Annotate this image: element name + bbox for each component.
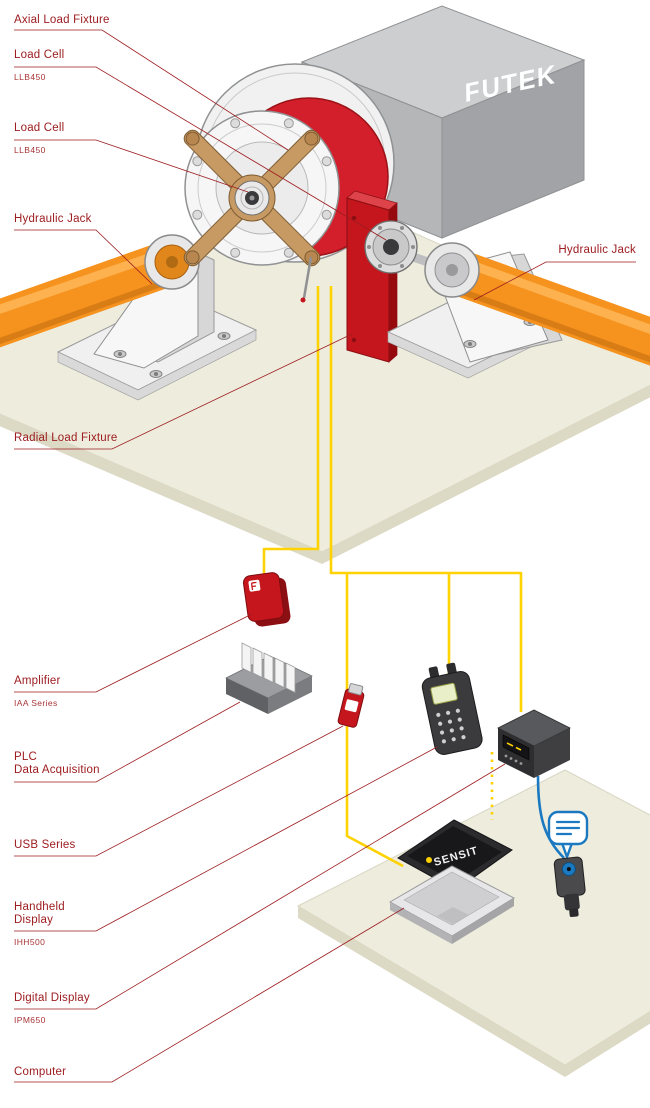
- laptop-screen: [407, 826, 502, 882]
- label-text: Amplifier: [14, 675, 61, 687]
- sensor-body: [553, 856, 586, 918]
- label-hydraulic-jack-right: Hydraulic Jack: [558, 244, 636, 257]
- label-text: Handheld: [14, 901, 65, 913]
- label-text: Data Acquisition: [14, 764, 100, 776]
- left-jack-stand: [0, 234, 258, 401]
- radial-load-cell: [364, 220, 418, 274]
- label-model: LLB450: [14, 145, 46, 155]
- handheld-screen: [430, 682, 458, 705]
- display-buttons: [504, 754, 523, 765]
- handheld-device: [421, 662, 483, 755]
- base-bolts: [113, 332, 231, 378]
- label-model: IPM650: [14, 1015, 46, 1025]
- label-digital-display: Digital Display IPM650: [14, 992, 90, 1027]
- label-text: Radial Load Fixture: [14, 432, 118, 444]
- label-text: Axial Load Fixture: [14, 14, 110, 26]
- axial-load-cell-button: [234, 180, 270, 216]
- plc-device: [225, 642, 313, 714]
- label-computer: Computer: [14, 1066, 66, 1079]
- digital-display-device: [497, 709, 571, 778]
- label-hydraulic-jack-left: Hydraulic Jack: [14, 213, 92, 226]
- label-text: Digital Display: [14, 992, 90, 1004]
- load-fixture-spider: [183, 129, 321, 303]
- label-usb-series: USB Series: [14, 839, 75, 852]
- label-load-cell-axial: Load Cell LLB450: [14, 49, 64, 84]
- right-jack-stand: [386, 242, 650, 379]
- futek-logo-mark: [248, 579, 261, 592]
- label-amplifier: Amplifier IAA Series: [14, 675, 61, 710]
- label-text: USB Series: [14, 839, 76, 851]
- right-hydraulic-cylinder: [444, 248, 650, 366]
- label-plc-data-acquisition: PLC Data Acquisition: [14, 751, 100, 777]
- left-hydraulic-cylinder: [0, 240, 180, 348]
- label-load-cell-radial: Load Cell LLB450: [14, 122, 64, 157]
- label-text: PLC: [14, 751, 37, 763]
- signal-wires: [262, 286, 523, 868]
- label-text: Hydraulic Jack: [558, 244, 636, 256]
- wireless-sensor: [547, 810, 589, 918]
- laptop: SENSIT: [388, 819, 516, 944]
- laptop-keyboard: [403, 871, 500, 926]
- bolt-holes: [192, 118, 332, 258]
- label-text: Load Cell: [14, 49, 65, 61]
- label-axial-load-fixture: Axial Load Fixture: [14, 14, 110, 27]
- leader-lines: [14, 29, 636, 1083]
- label-text: Display: [14, 914, 54, 926]
- label-text: Computer: [14, 1066, 67, 1078]
- usb-device: [337, 683, 365, 728]
- label-model: LLB450: [14, 72, 46, 82]
- label-model: IHH500: [14, 937, 46, 947]
- label-model: IAA Series: [14, 698, 58, 708]
- blue-sensor-wire: [536, 775, 565, 859]
- laptop-trackpad: [437, 907, 469, 924]
- speech-bubble-icon: [547, 810, 589, 859]
- radial-fixture-plate: [346, 190, 454, 363]
- amplifier-device: [242, 572, 291, 627]
- handheld-keypad: [436, 708, 466, 744]
- label-radial-load-fixture: Radial Load Fixture: [14, 432, 118, 445]
- label-text: Load Cell: [14, 122, 65, 134]
- pointer-rod: [302, 256, 313, 299]
- label-text: Hydraulic Jack: [14, 213, 92, 225]
- sensit-logo-dot: [426, 857, 432, 863]
- plc-cards: [241, 642, 296, 694]
- label-handheld-display: Handheld Display IHH500: [14, 901, 65, 949]
